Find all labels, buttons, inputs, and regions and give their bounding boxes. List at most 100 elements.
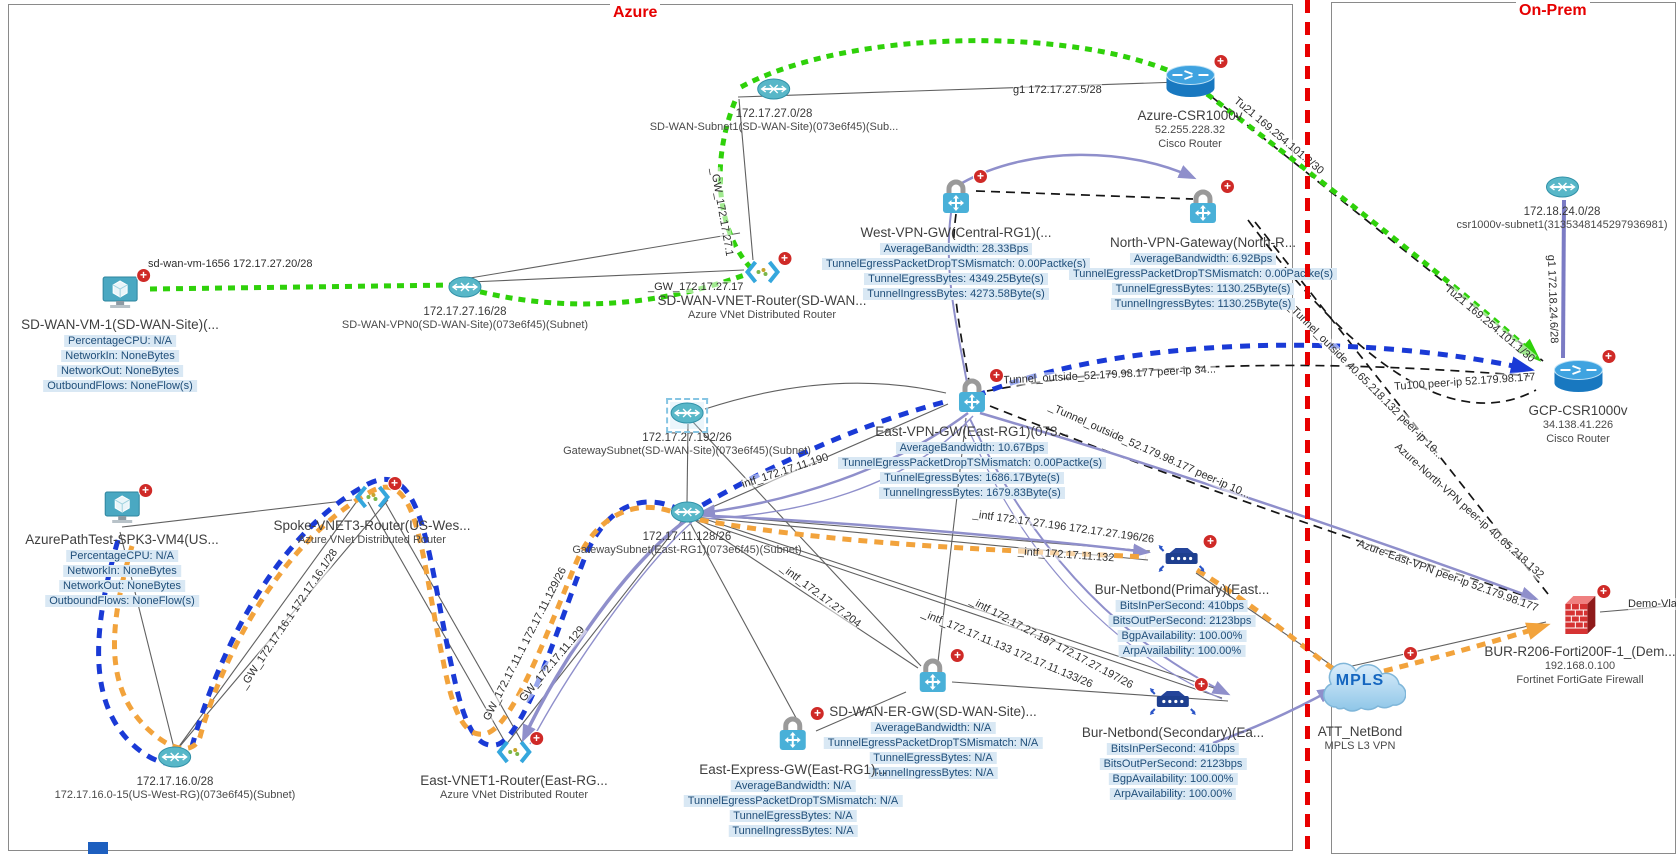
nsub-line: GatewaySubnet(East-RG1)(073e6f45)(Subnet… — [572, 544, 802, 556]
node-subtitles: Azure VNet Distributed Router — [298, 533, 446, 547]
node-east-express-gw[interactable]: + East-Express-GW(East-RG1)... AverageBa… — [683, 706, 903, 837]
node-sdwan-vpn0-subnet[interactable]: 172.17.27.16/28 SD-WAN-VPN0(SD-WAN-Site)… — [342, 276, 588, 332]
stat-line: TunnelIngressBytes: 4273.58Byte(s) — [863, 288, 1049, 300]
node-title: SD-WAN-VM-1(SD-WAN-Site)(... — [21, 317, 219, 332]
nsub-line: Fortinet FortiGate Firewall — [1516, 674, 1644, 687]
node-bur-netbond-primary[interactable]: + Bur-Netbond(Primary)(East... BitsInPer… — [1095, 534, 1269, 657]
alert-plus-badge: + — [1403, 646, 1418, 661]
stat-line: NetworkOut: NoneBytes — [56, 365, 183, 377]
node-subtitles: SD-WAN-VPN0(SD-WAN-Site)(073e6f45)(Subne… — [342, 318, 588, 332]
stat-line: TunnelEgressBytes: 4349.25Byte(s) — [864, 273, 1048, 285]
node-title: 172.17.27.16/28 — [423, 306, 507, 318]
node-csr1000v-subnet1[interactable]: 172.18.24.0/28 csr1000v-subnet1(31353481… — [1456, 176, 1668, 232]
nsub-line: SD-WAN-Subnet1(SD-WAN-Site)(073e6f45)(Su… — [649, 121, 899, 133]
node-subtitles: csr1000v-subnet1(3135348145297936981) — [1456, 218, 1667, 232]
node-title: West-VPN-GW(Central-RG1)(... — [860, 225, 1052, 240]
node-att-netbond-mpls[interactable]: MPLS + ATT_NetBond MPLS L3 VPN — [1314, 646, 1418, 753]
alert-plus-badge: + — [950, 648, 965, 663]
stat-line: BitsOutPerSecond: 2123bps — [1108, 615, 1256, 627]
bottom-left-artifact — [88, 842, 108, 854]
alert-plus-badge: + — [1202, 534, 1218, 549]
nsub-line: Azure VNet Distributed Router — [440, 789, 588, 801]
vpn-gateway-lock-icon — [773, 714, 813, 759]
azure-zone-title: Azure — [610, 4, 661, 22]
node-subtitles: Azure VNet Distributed Router — [688, 308, 836, 322]
subnet-icon — [757, 78, 791, 105]
node-title: ATT_NetBond — [1317, 724, 1403, 739]
nsub-line: MPLS L3 VPN — [1324, 740, 1396, 752]
stat-line: BitsInPerSecond: 410bps — [1115, 600, 1249, 612]
mpls-cloud-icon — [1314, 654, 1407, 721]
subnet-icon — [158, 746, 192, 773]
router-icon — [1164, 62, 1216, 105]
vnet-router-icon — [354, 484, 390, 515]
node-bur-netbond-secondary[interactable]: + Bur-Netbond(Secondary)(Ea... BitsInPer… — [1082, 677, 1264, 800]
subnet-icon — [1545, 176, 1579, 203]
stat-line: AverageBandwidth: 6.92Bps — [1129, 253, 1277, 265]
node-title: 172.18.24.0/28 — [1523, 206, 1601, 218]
node-title: AzurePathTest-SPK3-VM4(US... — [25, 532, 219, 547]
node-east-vpn-gw[interactable]: + East-VPN-GW(East-RG1)(073... AverageBa… — [837, 368, 1107, 499]
node-subtitles: GatewaySubnet(East-RG1)(073e6f45)(Subnet… — [572, 543, 801, 557]
alert-plus-badge: + — [137, 483, 153, 498]
netbond-bridge-icon — [1158, 542, 1206, 579]
stat-line: TunnelEgressPacketDropTSMismatch: N/A — [683, 795, 903, 807]
stat-line: BgpAvailability: 100.00% — [1117, 630, 1247, 642]
node-bur-r206-fortigate[interactable]: + BUR-R206-Forti200F-1_(Dem... 192.168.0… — [1484, 584, 1676, 688]
node-title: 172.17.27.192/26 — [642, 432, 732, 444]
node-spoke-vnet3-router[interactable]: + Spoke-VNET3-Router(US-Wes... Azure VNe… — [273, 476, 471, 547]
node-subtitles: 172.17.16.0-15(US-West-RG)(073e6f45)(Sub… — [55, 788, 296, 802]
edge-label: sd-wan-vm-1656 172.17.27.20/28 — [148, 258, 313, 271]
vm-monitor-icon — [101, 276, 139, 314]
netbond-bridge-icon — [1149, 685, 1197, 722]
alert-plus-badge: + — [810, 706, 825, 721]
nsub-line: csr1000v-subnet1(3135348145297936981) — [1456, 219, 1668, 231]
node-azurepathtest-vm[interactable]: + AzurePathTest-SPK3-VM4(US... Percentag… — [25, 483, 219, 607]
vpn-gateway-lock-icon — [936, 177, 976, 222]
stat-line: TunnelIngressBytes: 1130.25Byte(s) — [1110, 298, 1296, 310]
node-gatewaysubnet-sdwan[interactable]: 172.17.27.192/26 GatewaySubnet(SD-WAN-Si… — [563, 398, 811, 458]
stat-line: OutboundFlows: NoneFlow(s) — [45, 595, 199, 607]
nsub-line: Cisco Router — [1158, 138, 1222, 151]
node-title: East-Express-GW(East-RG1)... — [699, 762, 887, 777]
stat-line: TunnelIngressBytes: N/A — [868, 767, 998, 779]
node-gatewaysubnet-east[interactable]: 172.17.11.128/26 GatewaySubnet(East-RG1)… — [572, 501, 802, 557]
stat-line: TunnelEgressBytes: 1686.17Byte(s) — [880, 472, 1064, 484]
node-title: 172.17.16.0/28 — [136, 776, 214, 788]
nsub-line: Azure VNet Distributed Router — [298, 534, 446, 546]
subnet-icon — [448, 276, 482, 303]
stat-line: TunnelEgressBytes: N/A — [729, 810, 857, 822]
vpn-gateway-lock-icon — [913, 656, 953, 701]
stat-line: TunnelEgressBytes: 1130.25Byte(s) — [1111, 283, 1295, 295]
node-sd-wan-vm-1[interactable]: + SD-WAN-VM-1(SD-WAN-Site)(... Percentag… — [21, 268, 219, 392]
zone-boundary-red-line — [1305, 0, 1310, 854]
subnet-icon — [670, 501, 704, 528]
node-title: 172.17.27.0/28 — [735, 108, 813, 120]
node-stats: AverageBandwidth: N/A TunnelEgressPacketD… — [683, 777, 903, 837]
nsub-line: Cisco Router — [1546, 433, 1610, 446]
stat-line: NetworkIn: NoneBytes — [63, 565, 181, 577]
node-north-vpn-gateway[interactable]: + North-VPN-Gateway(North-R... AverageBa… — [1068, 179, 1338, 310]
alert-plus-badge: + — [135, 268, 151, 283]
subnet-icon — [670, 402, 704, 429]
node-title: East-VNET1-Router(East-RG... — [420, 773, 608, 788]
stat-line: BgpAvailability: 100.00% — [1108, 773, 1238, 785]
node-subtitles: GatewaySubnet(SD-WAN-Site)(073e6f45)(Sub… — [563, 444, 811, 458]
node-uswest-subnet[interactable]: 172.17.16.0/28 172.17.16.0-15(US-West-RG… — [55, 746, 296, 802]
alert-plus-badge: + — [776, 251, 792, 266]
node-east-vnet1-router[interactable]: + East-VNET1-Router(East-RG... Azure VNe… — [420, 731, 608, 802]
node-sdwan-subnet1[interactable]: 172.17.27.0/28 SD-WAN-Subnet1(SD-WAN-Sit… — [649, 78, 899, 134]
node-title: BUR-R206-Forti200F-1_(Dem... — [1484, 644, 1676, 659]
stat-line: AverageBandwidth: N/A — [730, 780, 856, 792]
node-west-vpn-gw[interactable]: + West-VPN-GW(Central-RG1)(... AverageBa… — [821, 169, 1091, 300]
nsub-line: 172.17.16.0-15(US-West-RG)(073e6f45)(Sub… — [54, 789, 296, 801]
